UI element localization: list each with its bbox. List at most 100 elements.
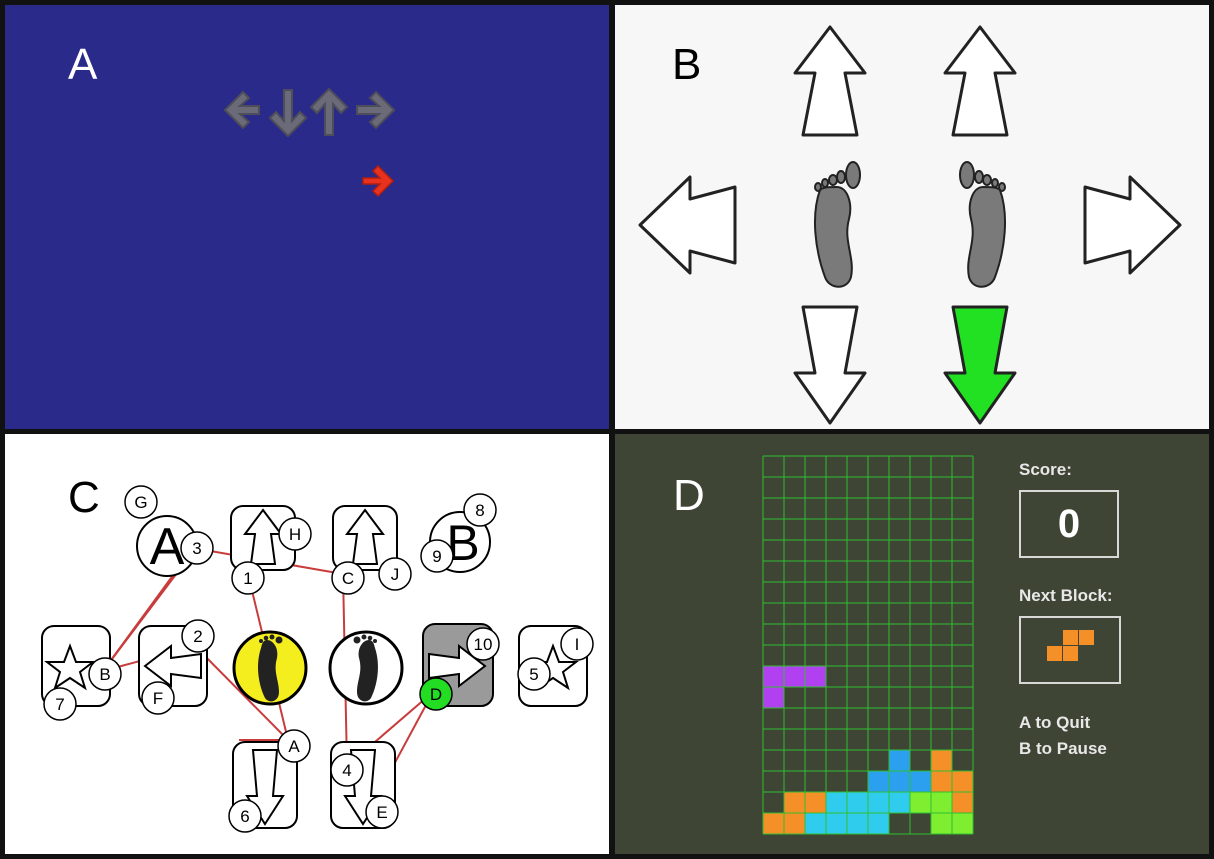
board-block bbox=[847, 792, 868, 813]
tag-B: B bbox=[88, 657, 122, 691]
tag-H: H bbox=[278, 517, 312, 551]
tag-5: 5 bbox=[517, 657, 551, 691]
board-block bbox=[889, 750, 910, 771]
tag-1: 1 bbox=[231, 561, 265, 595]
svg-text:5: 5 bbox=[529, 665, 538, 684]
tag-G: G bbox=[124, 485, 158, 519]
next-block-cell bbox=[1047, 646, 1062, 661]
svg-text:1: 1 bbox=[243, 569, 252, 588]
help-quit-text: A to Quit bbox=[1019, 713, 1091, 732]
board-block bbox=[805, 813, 826, 834]
board-block bbox=[952, 813, 973, 834]
svg-text:I: I bbox=[575, 635, 580, 654]
svg-text:E: E bbox=[376, 803, 387, 822]
board-block bbox=[868, 813, 889, 834]
next-block-cell bbox=[1063, 646, 1078, 661]
tag-3: 3 bbox=[180, 531, 214, 565]
panel-d: D Score: 0 Next Block: A to Quit B to Pa… bbox=[612, 432, 1214, 859]
svg-text:C: C bbox=[342, 569, 354, 588]
tag-J: J bbox=[378, 557, 412, 591]
board-block bbox=[952, 771, 973, 792]
tag-10: 10 bbox=[466, 627, 500, 661]
receptor-down-arrow bbox=[268, 89, 308, 138]
board-block bbox=[763, 687, 784, 708]
star-tile-left bbox=[41, 625, 111, 707]
svg-text:2: 2 bbox=[193, 627, 202, 646]
next-block-piece bbox=[1047, 630, 1094, 661]
score-value: 0 bbox=[1019, 490, 1119, 558]
tag-I: I bbox=[560, 627, 594, 661]
svg-text:D: D bbox=[430, 685, 442, 704]
board-block bbox=[910, 792, 931, 813]
panel-b: B bbox=[612, 0, 1214, 432]
next-block-preview bbox=[1019, 616, 1121, 684]
panel-b-pad bbox=[638, 25, 1182, 425]
tag-D-green: D bbox=[419, 677, 453, 711]
board-block bbox=[910, 771, 931, 792]
svg-text:9: 9 bbox=[432, 547, 441, 566]
svg-text:A: A bbox=[288, 737, 300, 756]
board-block bbox=[784, 666, 805, 687]
incoming-right-arrow-note bbox=[362, 164, 395, 198]
panel-a: A bbox=[0, 0, 612, 432]
svg-text:3: 3 bbox=[192, 539, 201, 558]
board-block bbox=[763, 813, 784, 834]
board-block bbox=[763, 666, 784, 687]
svg-text:A: A bbox=[150, 518, 185, 576]
board-block bbox=[931, 750, 952, 771]
panel-a-label: A bbox=[68, 40, 98, 89]
svg-text:10: 10 bbox=[474, 635, 493, 654]
board-block bbox=[826, 813, 847, 834]
receptor-left-arrow bbox=[223, 90, 260, 130]
tag-8: 8 bbox=[463, 493, 497, 527]
board-block bbox=[868, 771, 889, 792]
up-arrow-tile-2 bbox=[332, 505, 398, 571]
receptor-up-arrow bbox=[309, 87, 349, 136]
up-arrow-tile-1 bbox=[230, 505, 296, 571]
board-block bbox=[931, 792, 952, 813]
board-block bbox=[805, 666, 826, 687]
panel-d-label: D bbox=[673, 471, 705, 520]
tag-E: E bbox=[365, 795, 399, 829]
tag-2: 2 bbox=[181, 619, 215, 653]
tag-A: A bbox=[277, 729, 311, 763]
svg-text:H: H bbox=[289, 525, 301, 544]
board-block bbox=[889, 771, 910, 792]
left-foot-highlight-icon bbox=[232, 630, 308, 706]
step-tags: G 3 H 1 C J 8 9 B 7 2 F 10 I 5 A 6 4 E D bbox=[43, 485, 594, 833]
svg-text:B: B bbox=[99, 665, 110, 684]
board-block bbox=[868, 792, 889, 813]
help-pause-text: B to Pause bbox=[1019, 739, 1107, 758]
pad-down-left-arrow bbox=[793, 305, 867, 425]
right-foot-icon-c bbox=[328, 630, 404, 706]
panel-c: C A B bbox=[0, 432, 612, 859]
score-label: Score: bbox=[1019, 460, 1072, 479]
tag-9: 9 bbox=[420, 539, 454, 573]
next-block-cell bbox=[1079, 630, 1094, 645]
svg-text:4: 4 bbox=[342, 761, 351, 780]
receptor-right-arrow bbox=[356, 90, 396, 130]
game-board bbox=[762, 455, 974, 835]
tag-7: 7 bbox=[43, 687, 77, 721]
board-block bbox=[784, 813, 805, 834]
board-block bbox=[847, 813, 868, 834]
left-foot-icon bbox=[813, 161, 861, 288]
tag-4: 4 bbox=[330, 753, 364, 787]
pad-right-arrow bbox=[1083, 175, 1182, 275]
board-block bbox=[784, 792, 805, 813]
board-block bbox=[931, 813, 952, 834]
board-block bbox=[952, 792, 973, 813]
tag-C: C bbox=[331, 561, 365, 595]
pad-up-right-arrow bbox=[943, 25, 1017, 137]
svg-text:J: J bbox=[391, 565, 400, 584]
panel-c-label: C bbox=[68, 473, 100, 522]
board-block bbox=[931, 771, 952, 792]
pad-down-right-arrow-active bbox=[943, 305, 1017, 425]
pad-left-arrow bbox=[638, 175, 737, 275]
a-button-icon: A bbox=[136, 515, 198, 577]
svg-text:8: 8 bbox=[475, 501, 484, 520]
right-foot-icon bbox=[959, 161, 1007, 288]
tag-6: 6 bbox=[228, 799, 262, 833]
board-block bbox=[889, 792, 910, 813]
svg-text:6: 6 bbox=[240, 807, 249, 826]
